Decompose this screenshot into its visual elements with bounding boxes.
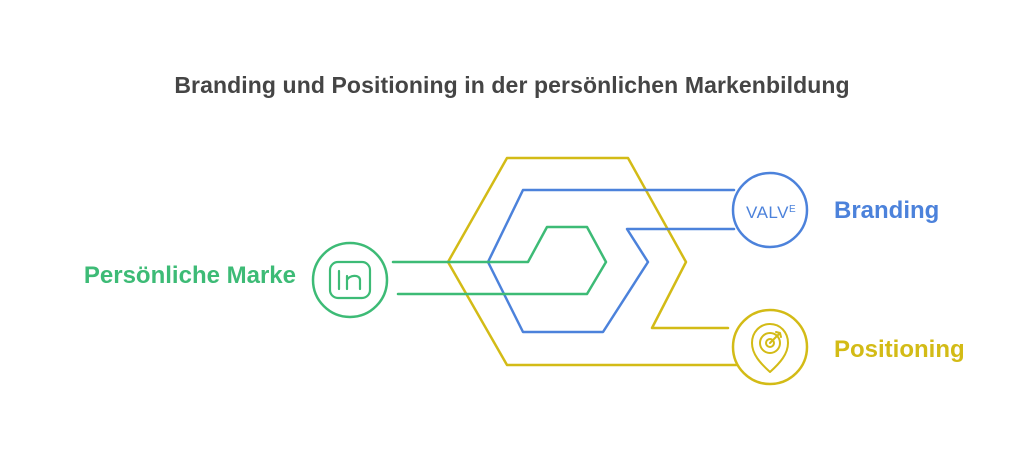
positioning-path	[446, 156, 795, 367]
branding-label: Branding	[834, 197, 940, 224]
positioning-node	[731, 308, 809, 386]
linkedin-icon	[328, 260, 372, 300]
svg-text:E: E	[789, 204, 796, 215]
persona-node	[311, 241, 389, 319]
valve-icon: VALV E	[746, 203, 796, 222]
persona-path	[391, 225, 608, 296]
positioning-label: Positioning	[834, 336, 965, 363]
branding-node: VALV E	[731, 171, 809, 249]
persona-label: Persönliche Marke	[83, 262, 296, 289]
svg-text:VALV: VALV	[746, 203, 789, 222]
target-pin-icon	[751, 323, 789, 373]
branding-path	[486, 188, 736, 334]
diagram-title: Branding und Positioning in der persönli…	[174, 72, 850, 98]
